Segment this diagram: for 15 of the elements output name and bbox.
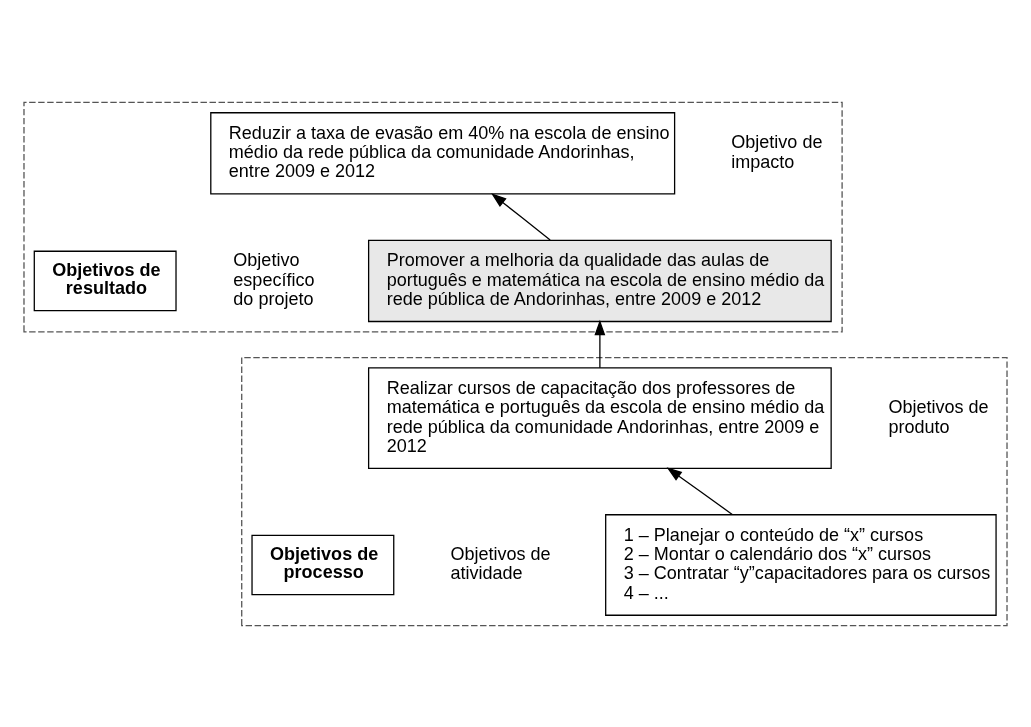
node-box: Realizar cursos de capacitação dos professores de matemática e português da escola de ensino médio da rede pública da comunidade Andorinhas, entre 2009 e 2012: [368, 366, 832, 469]
node-box: 1 – Planejar o conteúdo de “x” cursos 2 – Montar o calendário dos “x” cursos 3 – Contratar “y”capacitadores para os cursos 4 – ...: [605, 513, 997, 616]
node-box: Reduzir a taxa de evasão em 40% na escola de ensino médio da rede pública da comunidade Andorinhas, entre 2009 e 2012: [210, 111, 676, 195]
node-box: Objetivos de resultado: [33, 250, 177, 311]
cluster: [241, 356, 1008, 626]
node-label: Objetivos de produto: [888, 396, 989, 437]
node-box: Objetivos de processo: [251, 534, 395, 595]
cluster: [23, 101, 843, 332]
arrow: [491, 192, 551, 241]
arrow: [666, 466, 733, 515]
node-label: Objetivo específico do projeto: [233, 249, 315, 309]
node-box: Promover a melhoria da qualidade das aulas de português e matemática na escola de ensino médio da rede pública de Andorinhas, entre 2009 e 2012: [368, 239, 832, 322]
arrow: [594, 319, 606, 368]
node-label: Objetivos de atividade: [450, 543, 551, 583]
node-label: Objetivo de impacto: [731, 131, 823, 172]
